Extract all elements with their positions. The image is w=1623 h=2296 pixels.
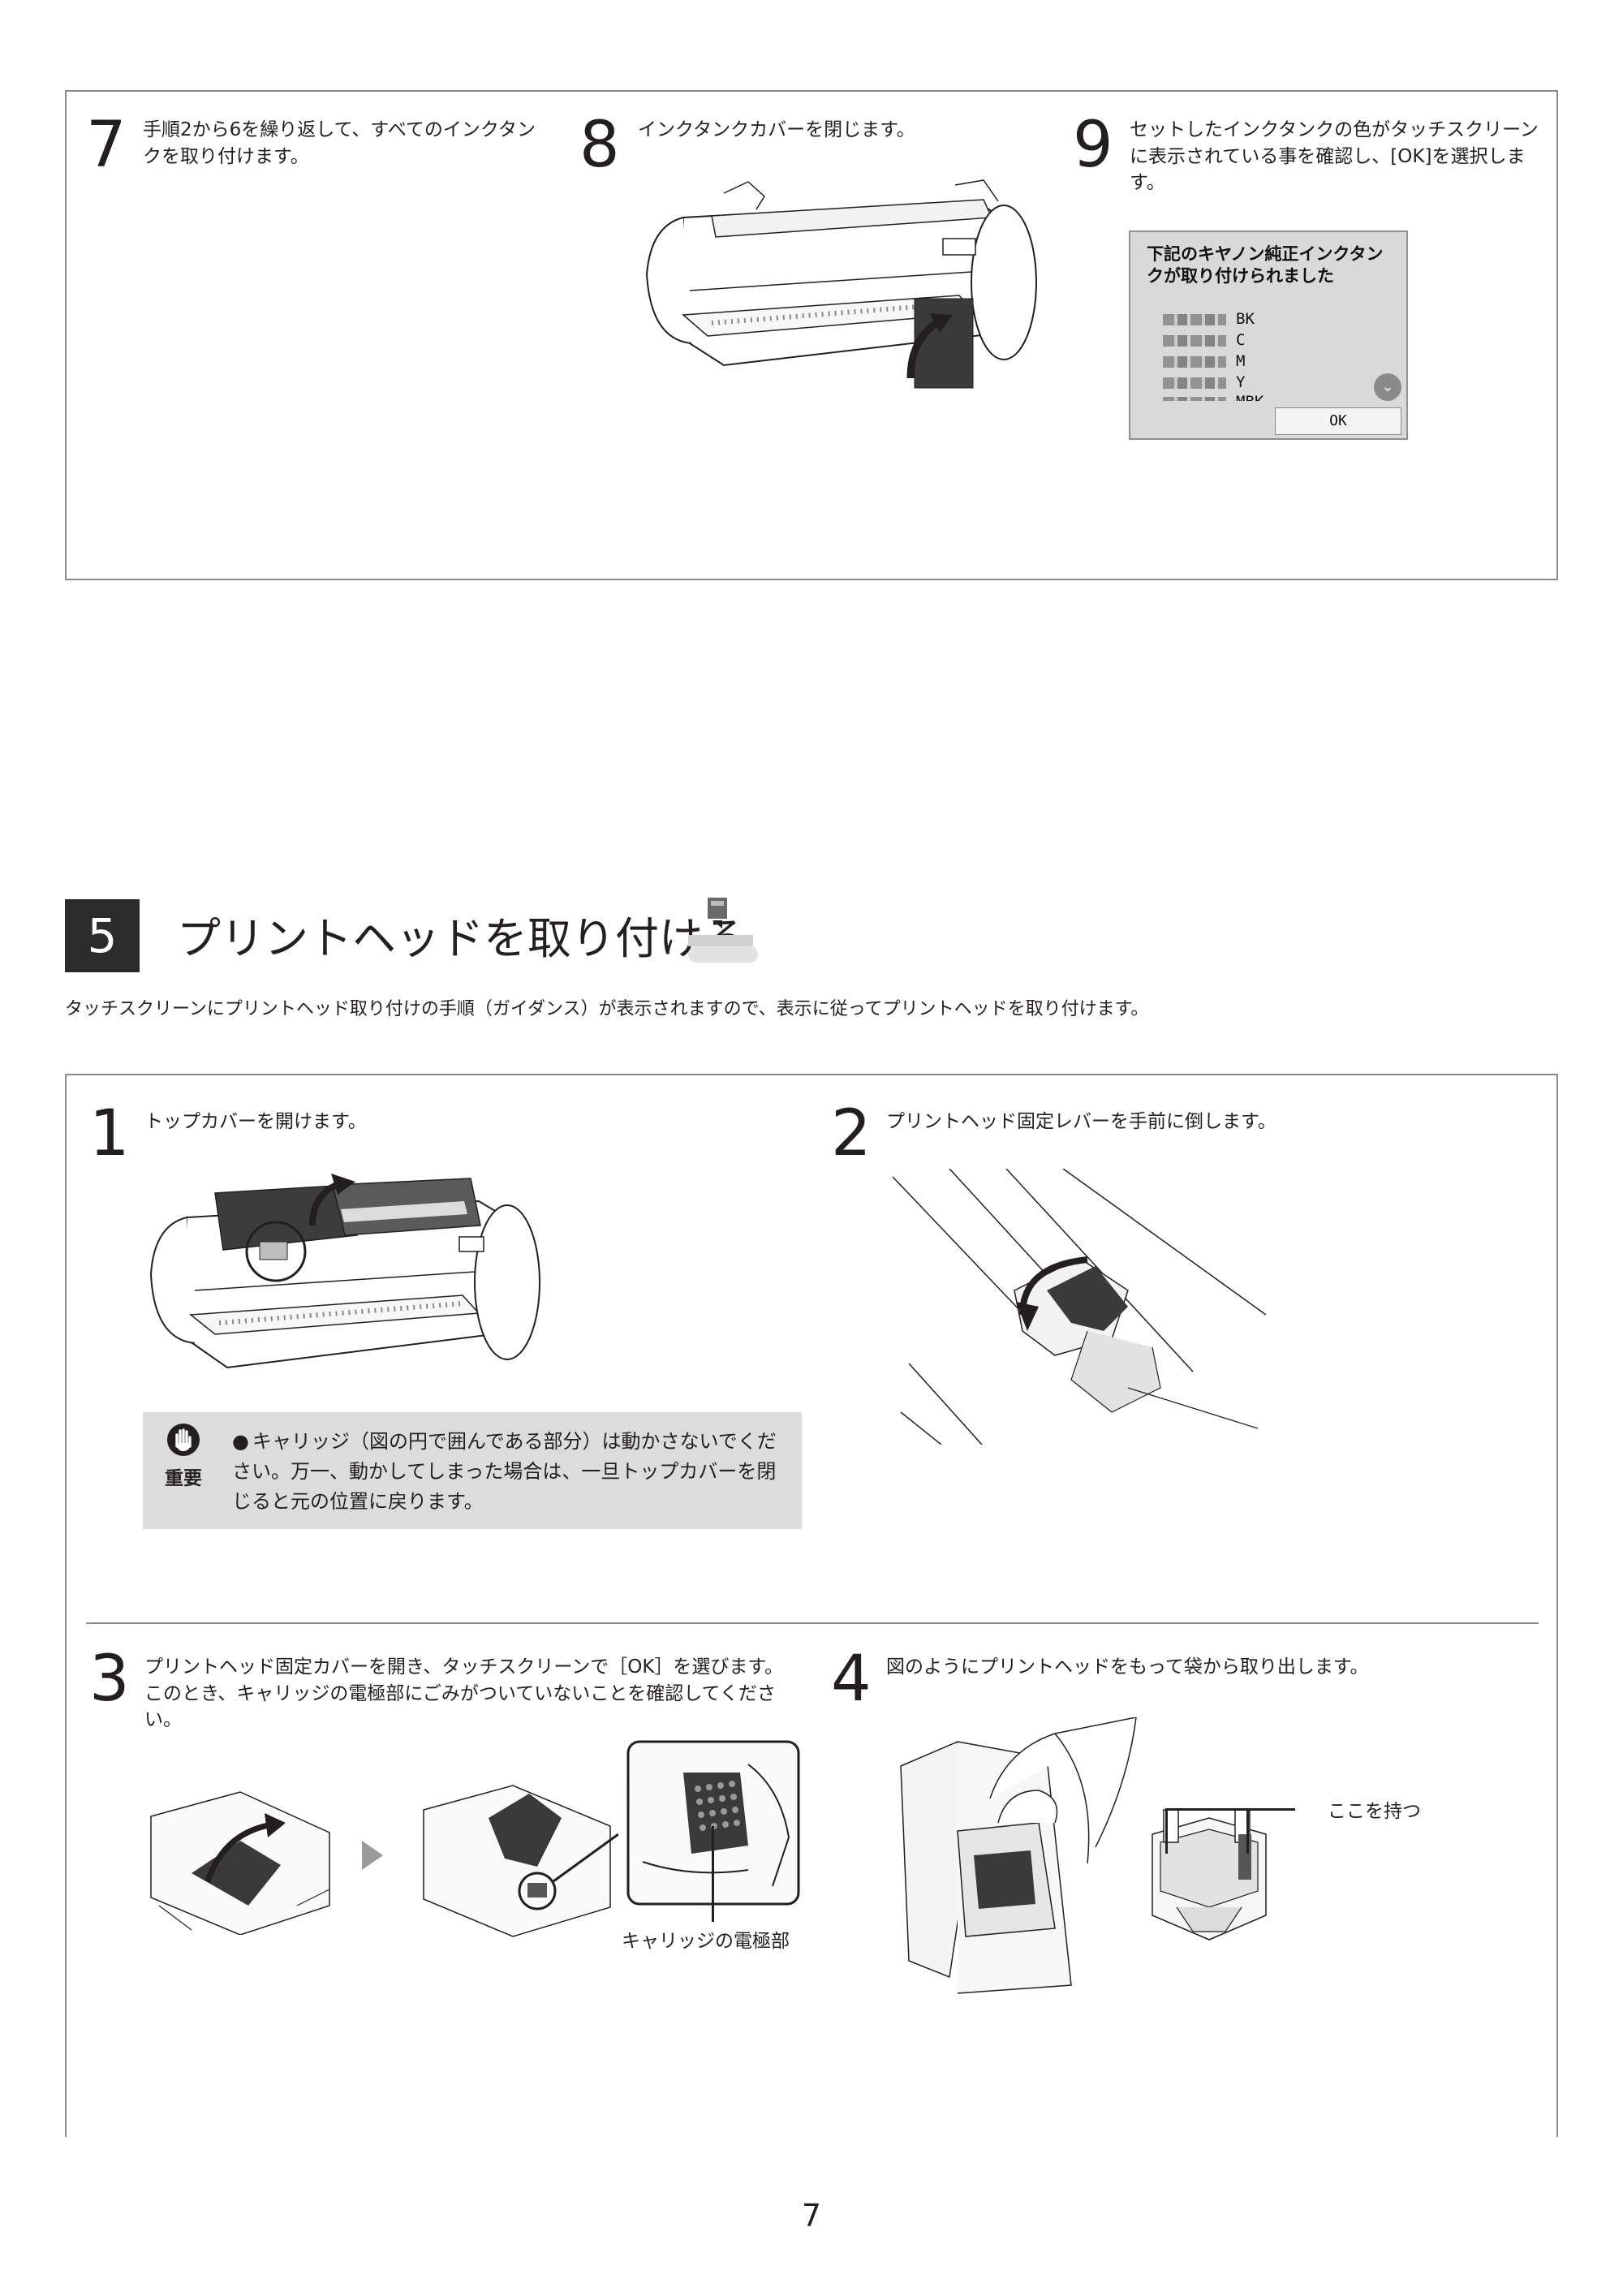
important-label: 重要 xyxy=(165,1468,202,1489)
top-panel-right-border xyxy=(1556,90,1558,580)
ink-row: C xyxy=(1163,331,1325,351)
callout-leader-line xyxy=(712,1826,714,1922)
printhead-illustration xyxy=(1136,1802,1274,1948)
ink-cartridge-thumbnail xyxy=(1163,377,1226,389)
step-2-number: 2 xyxy=(831,1097,872,1170)
step-1-number: 1 xyxy=(89,1097,130,1170)
main-panel-divider xyxy=(86,1622,1539,1624)
main-panel-left-border xyxy=(65,1074,67,2137)
printhead-cover-open-illustration xyxy=(415,1777,618,1940)
step-7-number: 7 xyxy=(86,109,127,182)
step-2-text: プリントヘッド固定レバーを手前に倒します。 xyxy=(886,1111,1276,1132)
ink-name: Y xyxy=(1236,373,1246,391)
bullet: ● xyxy=(232,1430,249,1453)
callout-bracket-left xyxy=(1165,1808,1168,1854)
step-9-number: 9 xyxy=(1073,109,1113,182)
section-lead-text: タッチスクリーンにプリントヘッド取り付けの手順（ガイダンス）が表示されますので、… xyxy=(65,999,1149,1019)
ink-cartridge-thumbnail xyxy=(1163,335,1226,347)
touch-screen-confirmation: 下記のキヤノン純正インクタンクが取り付けられました BK C M Y MBK ⌄… xyxy=(1129,230,1408,440)
ink-name: C xyxy=(1236,331,1246,349)
callout-bracket xyxy=(1165,1808,1295,1811)
step-9-text: セットしたインクタンクの色がタッチスクリーンに表示されている事を確認し、[OK]… xyxy=(1130,119,1539,194)
printhead-removal-from-bag-illustration xyxy=(885,1717,1152,2010)
ink-name: MBK xyxy=(1236,393,1264,401)
printer-close-ink-cover-illustration xyxy=(635,177,1048,390)
hold-here-callout: ここを持つ xyxy=(1328,1801,1421,1822)
printhead-cover-closed-illustration xyxy=(143,1784,338,1935)
step-4-text: 図のようにプリントヘッドをもって袋から取り出します。 xyxy=(886,1656,1369,1678)
top-panel-bottom-rule xyxy=(65,579,1558,580)
screen-message: 下記のキヤノン純正インクタンクが取り付けられました xyxy=(1147,244,1384,286)
ink-cartridge-thumbnail xyxy=(1163,356,1226,368)
ink-row: MBK xyxy=(1163,393,1325,401)
ink-row: BK xyxy=(1163,310,1325,330)
step-8-number: 8 xyxy=(579,109,620,182)
step-7-text: 手順2から6を繰り返して、すべてのインクタンクを取り付けます。 xyxy=(143,119,536,167)
main-panel-top-rule xyxy=(65,1074,1558,1075)
printhead-install-icon xyxy=(683,896,761,967)
important-notice: 重要 ●キャリッジ（図の円で囲んである部分）は動かさないでください。万一、動かし… xyxy=(143,1412,802,1529)
top-panel-left-border xyxy=(65,90,67,580)
ink-cartridge-thumbnail xyxy=(1163,397,1226,401)
carriage-electrode-callout: キャリッジの電極部 xyxy=(622,1931,790,1952)
printhead-lever-illustration xyxy=(885,1169,1266,1445)
ink-name: BK xyxy=(1236,310,1255,328)
ok-button[interactable]: OK xyxy=(1275,407,1401,435)
ink-name: M xyxy=(1236,352,1246,370)
chevron-down-icon[interactable]: ⌄ xyxy=(1374,373,1401,401)
hand-stop-icon xyxy=(166,1422,201,1458)
arrow-right-icon xyxy=(362,1841,383,1870)
important-body: キャリッジ（図の円で囲んである部分）は動かさないでください。万一、動かしてしまっ… xyxy=(232,1430,777,1514)
top-panel-top-rule xyxy=(65,90,1558,92)
printer-open-top-cover-illustration xyxy=(146,1161,552,1380)
step-3-number: 3 xyxy=(89,1643,130,1716)
step-4-number: 4 xyxy=(831,1643,872,1716)
main-panel-right-border xyxy=(1556,1074,1558,2137)
ink-row: Y xyxy=(1163,373,1325,393)
page-number: 7 xyxy=(801,2198,822,2234)
step-3-text: プリントヘッド固定カバーを開き、タッチスクリーンで［OK］を選びます。このとき、… xyxy=(144,1656,784,1731)
step-8-text: インクタンクカバーを閉じます。 xyxy=(638,119,915,140)
ink-cartridge-thumbnail xyxy=(1163,314,1226,325)
carriage-electrode-zoom-illustration xyxy=(626,1740,800,1906)
important-text: ●キャリッジ（図の円で囲んである部分）は動かさないでください。万一、動かしてしま… xyxy=(232,1427,784,1518)
ink-row: M xyxy=(1163,352,1325,372)
section-number-badge: 5 xyxy=(65,899,140,972)
step-1-text: トップカバーを開けます。 xyxy=(144,1111,367,1132)
section-title: プリントヘッドを取り付ける xyxy=(177,913,747,964)
callout-bracket-right xyxy=(1246,1808,1249,1854)
